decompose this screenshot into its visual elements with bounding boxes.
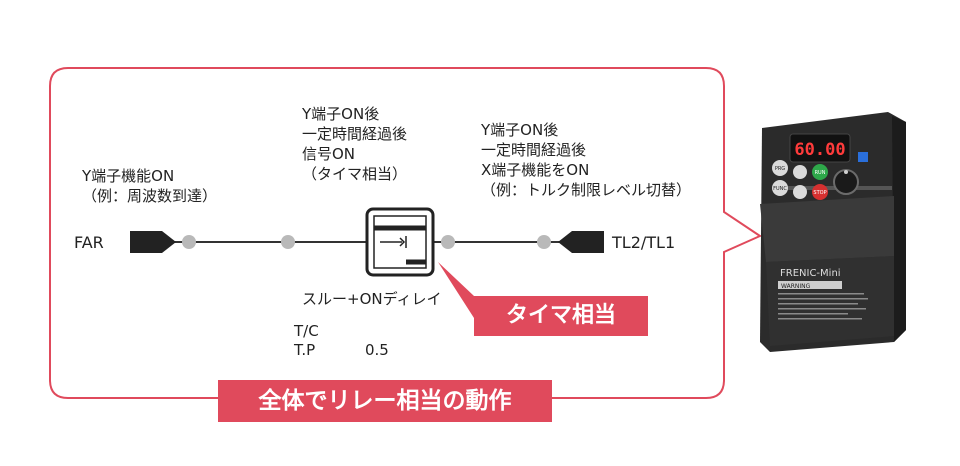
node-4	[537, 235, 551, 249]
svg-text:FUNC: FUNC	[773, 186, 787, 192]
tl-terminal-shape	[558, 231, 604, 253]
timer-block	[365, 207, 435, 277]
svg-text:RUN: RUN	[815, 170, 826, 176]
device-display: 60.00	[794, 140, 845, 160]
device-btn-run	[812, 164, 828, 180]
device-dial-indicator	[844, 170, 848, 174]
device-brand-logo	[858, 152, 868, 162]
device-cover	[760, 196, 894, 262]
node-2	[281, 235, 295, 249]
device-btn-stop	[812, 184, 828, 200]
device-btn-func	[772, 180, 788, 196]
svg-text:PRG: PRG	[775, 166, 785, 172]
device-warning: WARNING	[781, 283, 811, 290]
param-tc: T/C	[294, 322, 319, 340]
summary-callout: 全体でリレー相当の動作	[218, 380, 552, 422]
device-brand: FRENIC-Mini	[780, 268, 841, 279]
svg-text:STOP: STOP	[813, 190, 826, 196]
device-btn-down	[793, 185, 807, 199]
param-tp-value: 0.5	[365, 341, 389, 359]
node-1	[182, 235, 196, 249]
far-terminal-label: FAR	[74, 233, 104, 252]
far-terminal-shape	[130, 231, 176, 253]
output-description: Y端子ON後 一定時間経過後 X端子機能をON （例：トルク制限レベル切替）	[481, 121, 692, 199]
device-btn-prg	[772, 160, 788, 176]
param-tp: T.P	[294, 341, 316, 359]
timer-callout: タイマ相当	[474, 296, 648, 336]
inverter-device: 60.00 PRG FUNC RUN STOP FRENIC-Mini WARN…	[760, 112, 906, 352]
timer-description: Y端子ON後 一定時間経過後 信号ON （タイマ相当）	[302, 105, 408, 183]
node-3	[441, 235, 455, 249]
device-display-panel	[789, 133, 851, 163]
tl-terminal-label: TL2/TL1	[612, 233, 676, 252]
device-btn-up	[793, 165, 807, 179]
block-type-label: スルー+ONディレイ	[302, 290, 442, 308]
input-description: Y端子機能ON （例：周波数到達）	[82, 167, 218, 205]
timer-callout-pointer	[438, 262, 474, 318]
